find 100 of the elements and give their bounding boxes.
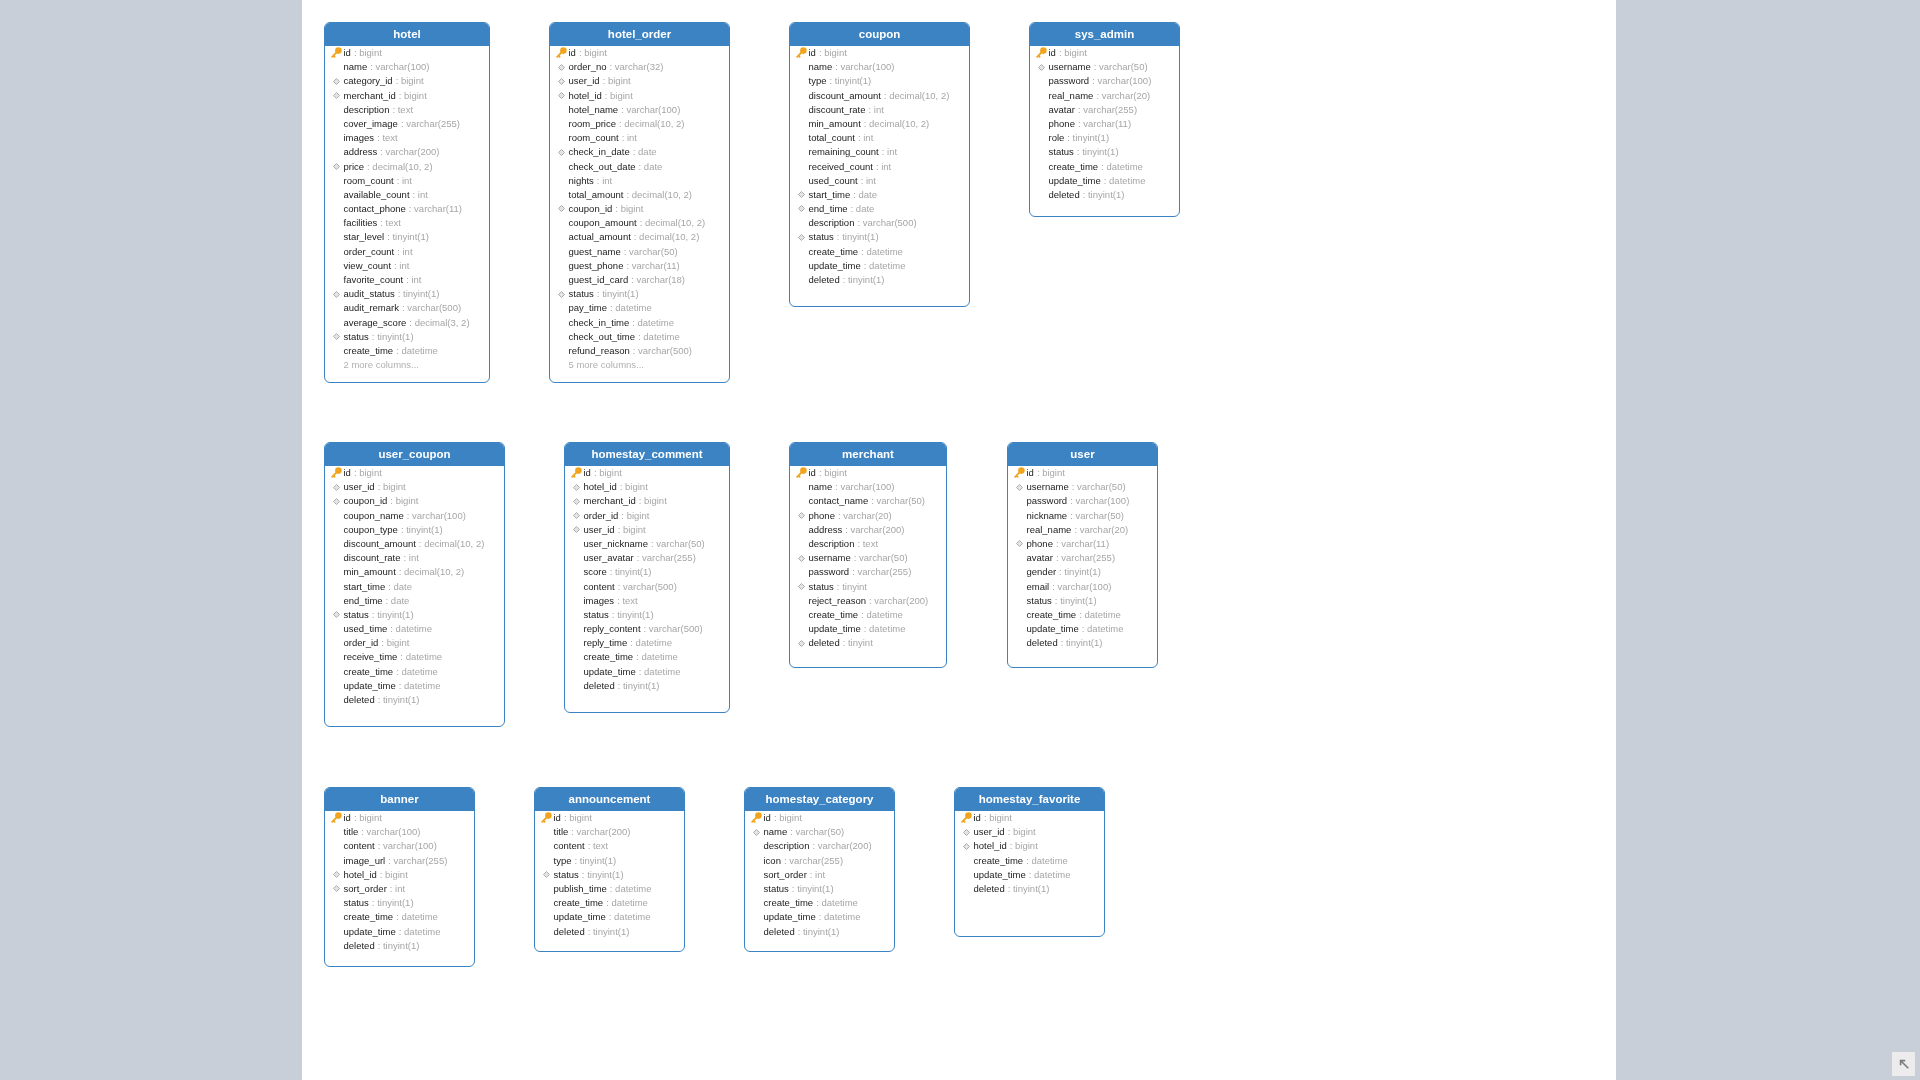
- column-name: check_in_date: [568, 146, 630, 158]
- column-name: id: [1026, 467, 1034, 478]
- column-type: : tinyint(1): [829, 75, 872, 87]
- column-name: status: [808, 231, 834, 243]
- column-type: : varchar(11): [1077, 117, 1132, 129]
- column-name: address: [343, 146, 378, 158]
- column-name: update_time: [973, 868, 1026, 880]
- column-type: : bigint: [381, 637, 410, 649]
- column-type: : datetime: [632, 316, 674, 328]
- column-name: user_avatar: [583, 552, 634, 564]
- column-type: : tinyint(1): [587, 925, 630, 937]
- column-type: : datetime: [396, 665, 438, 677]
- column-name: star_level: [343, 231, 385, 243]
- column-type: : int: [858, 132, 874, 144]
- column-type: : datetime: [636, 651, 678, 663]
- column-name: check_out_time: [568, 330, 636, 342]
- column-type: : tinyint(1): [400, 523, 443, 535]
- column-type: : varchar(255): [1077, 103, 1138, 115]
- column-name: update_time: [763, 911, 816, 923]
- column-type: : datetime: [1081, 623, 1124, 635]
- column-name: update_time: [1026, 623, 1079, 635]
- column-type: : tinyint(1): [596, 288, 639, 300]
- column-name: description: [808, 537, 855, 549]
- column-type: : varchar(500): [857, 217, 917, 229]
- column-type: : varchar(50): [650, 537, 705, 549]
- column-type: : varchar(20): [1074, 523, 1129, 535]
- column-name: discount_amount: [343, 537, 416, 549]
- column-name: status: [343, 330, 369, 342]
- column-name: id: [553, 812, 561, 823]
- column-name: guest_phone: [568, 259, 624, 271]
- column-name: image_url: [343, 854, 386, 866]
- column-type: : int: [596, 174, 613, 186]
- column-name: status: [808, 580, 834, 592]
- column-name: nights: [568, 174, 594, 186]
- column-type: : datetime: [609, 882, 652, 894]
- table-card: [324, 787, 475, 967]
- column-name: guest_name: [568, 245, 621, 257]
- column-name: average_score: [343, 316, 407, 328]
- column-name: create_time: [1048, 160, 1099, 172]
- column-type: : varchar(255): [852, 566, 912, 578]
- column-name: discount_rate: [808, 103, 866, 115]
- column-type: : tinyint(1): [397, 288, 440, 300]
- column-name: hotel_id: [973, 840, 1007, 852]
- column-name: user_id: [343, 481, 375, 493]
- column-type: : tinyint(1): [581, 868, 624, 880]
- column-name: description: [763, 840, 810, 852]
- column-name: user_id: [568, 75, 600, 87]
- column-name: check_in_time: [568, 316, 630, 328]
- column-type: : varchar(100): [406, 509, 466, 521]
- column-name: avatar: [1026, 552, 1053, 564]
- column-name: coupon_name: [343, 509, 404, 521]
- column-name: nickname: [1026, 509, 1068, 521]
- column-type: : varchar(11): [408, 203, 462, 215]
- column-type: : bigint: [983, 812, 1012, 823]
- column-name: type: [553, 854, 572, 866]
- table-card: [789, 22, 970, 307]
- column-type: : datetime: [398, 925, 441, 937]
- column-name: update_time: [808, 623, 861, 635]
- table-title-bar: homestay_category: [745, 788, 894, 811]
- column-type: : bigint: [602, 75, 631, 87]
- column-name: id: [808, 467, 816, 478]
- column-type: : tinyint(1): [1060, 637, 1103, 649]
- column-name: real_name: [1048, 89, 1094, 101]
- column-type: : varchar(100): [835, 481, 895, 493]
- column-type: : varchar(100): [377, 840, 437, 852]
- column-type: : bigint: [398, 89, 427, 101]
- column-name: deleted: [1048, 188, 1080, 200]
- column-type: : bigint: [563, 812, 592, 823]
- column-type: : datetime: [630, 637, 673, 649]
- column-type: : tinyint(1): [387, 231, 429, 243]
- column-name: avatar: [1048, 103, 1075, 115]
- column-name: gender: [1026, 566, 1057, 578]
- column-type: : varchar(255): [1055, 552, 1116, 564]
- column-type: : varchar(20): [837, 509, 892, 521]
- column-name: name: [808, 481, 833, 493]
- column-name: room_count: [343, 174, 394, 186]
- column-type: : tinyint(1): [574, 854, 617, 866]
- table-title-bar: homestay_comment: [565, 443, 729, 466]
- column-type: : decimal(10, 2): [863, 117, 930, 129]
- column-name: title: [343, 826, 359, 838]
- column-type: : decimal(10, 2): [418, 537, 485, 549]
- table-card: [954, 787, 1105, 937]
- column-type: : varchar(255): [783, 854, 844, 866]
- table-title-bar: homestay_favorite: [955, 788, 1104, 811]
- column-name: end_time: [343, 594, 383, 606]
- column-type: : tinyint: [836, 580, 867, 592]
- column-name: order_id: [343, 637, 379, 649]
- column-name: status: [583, 608, 609, 620]
- column-type: : int: [412, 188, 428, 200]
- column-type: : bigint: [773, 812, 802, 823]
- column-name: end_time: [808, 203, 848, 215]
- column-type: : bigint: [390, 495, 419, 507]
- column-name: status: [553, 868, 579, 880]
- column-type: : varchar(50): [790, 826, 845, 838]
- column-type: : datetime: [396, 344, 438, 356]
- column-name: available_count: [343, 188, 410, 200]
- table-title-bar: user_coupon: [325, 443, 504, 466]
- column-type: : int: [621, 132, 637, 144]
- column-type: : tinyint(1): [836, 231, 879, 243]
- column-name: username: [1026, 481, 1069, 493]
